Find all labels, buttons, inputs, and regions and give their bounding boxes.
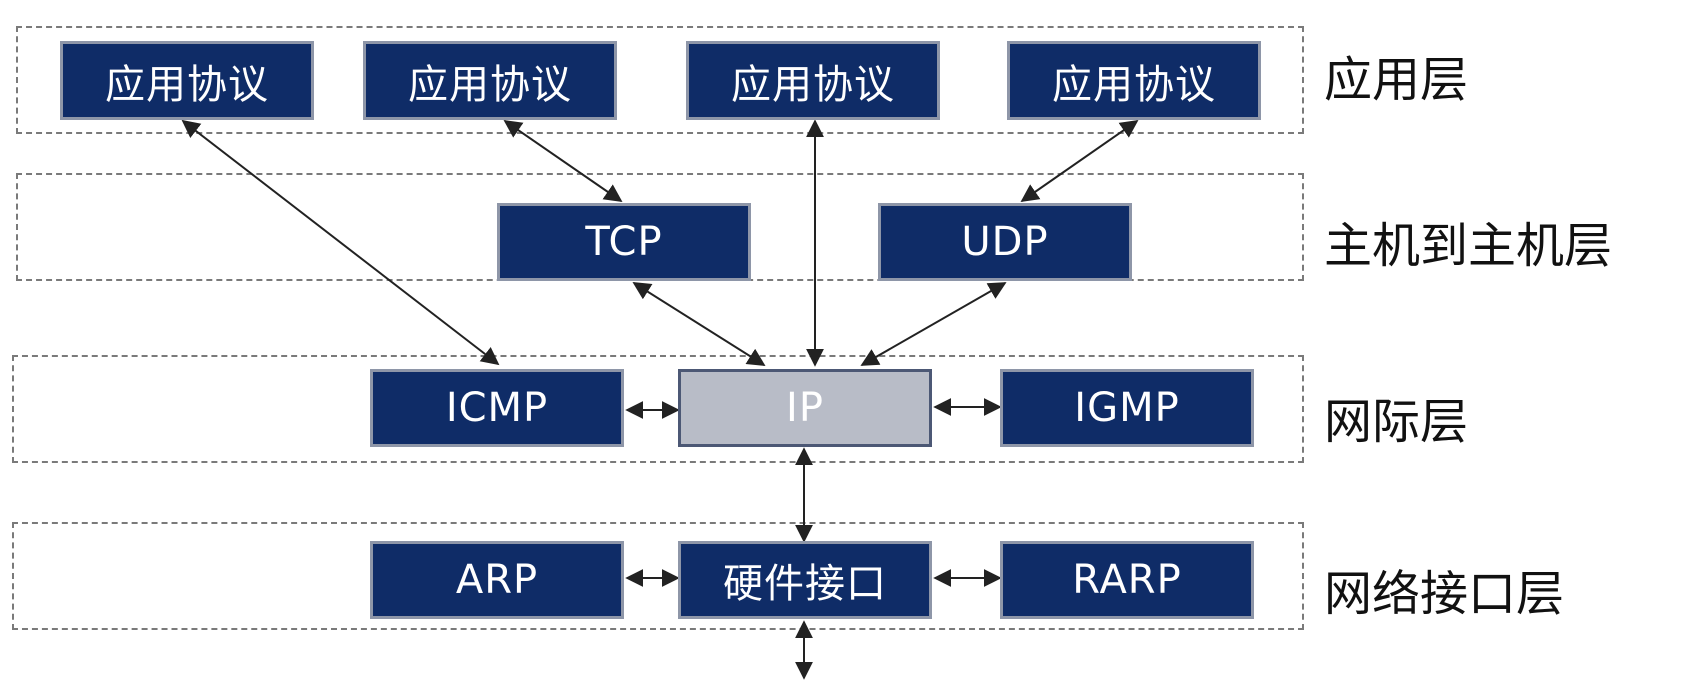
tcp-box: TCP	[497, 203, 751, 281]
arp-box: ARP	[370, 541, 624, 619]
rarp-box: RARP	[1000, 541, 1254, 619]
icmp-box: ICMP	[370, 369, 624, 447]
network-interface-layer-label: 网络接口层	[1324, 566, 1565, 622]
application-layer-label: 应用层	[1324, 52, 1469, 108]
ip-box: IP	[678, 369, 932, 447]
app-protocol-box-3: 应用协议	[686, 41, 940, 120]
arrow-udp-ip	[860, 282, 1007, 366]
internet-layer-label: 网际层	[1324, 394, 1469, 450]
igmp-box: IGMP	[1000, 369, 1254, 447]
app-protocol-box-2: 应用协议	[363, 41, 617, 120]
host-to-host-layer-label: 主机到主机层	[1324, 218, 1613, 274]
application-layer-band	[16, 26, 1304, 134]
hardware-interface-box: 硬件接口	[678, 541, 932, 619]
app-protocol-box-4: 应用协议	[1007, 41, 1261, 120]
arrow-tcp-ip	[632, 282, 766, 366]
udp-box: UDP	[878, 203, 1132, 281]
app-protocol-box-1: 应用协议	[60, 41, 314, 120]
network-interface-layer-band	[12, 522, 1304, 630]
